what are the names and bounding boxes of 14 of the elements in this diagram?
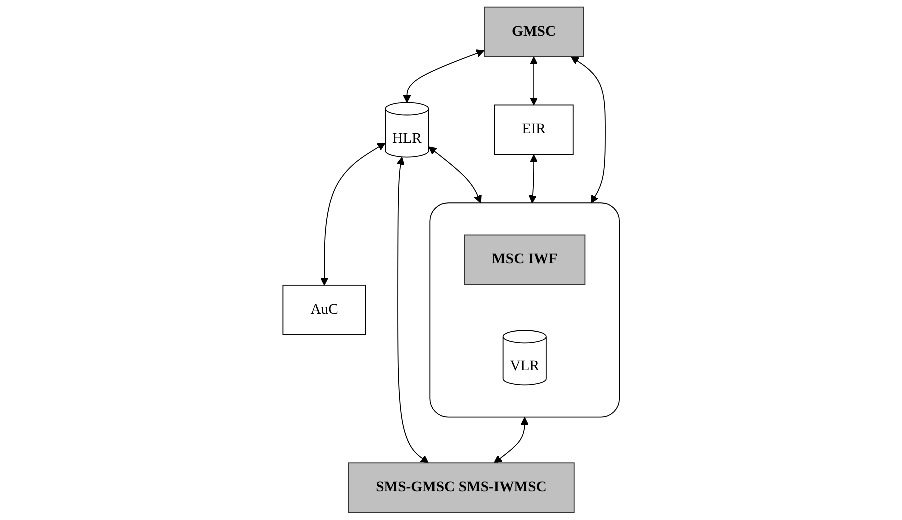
arrow <box>428 146 482 204</box>
arrow <box>402 50 484 104</box>
node-box: EIR <box>494 104 574 156</box>
arrow <box>528 154 538 204</box>
arrow <box>530 56 538 106</box>
arrow <box>570 56 606 204</box>
arrow <box>396 157 428 464</box>
arrow <box>494 417 528 464</box>
node-box: SMS-GMSC SMS-IWMSC <box>348 462 574 514</box>
arrow <box>320 142 386 286</box>
node-box: AuC <box>282 284 366 336</box>
node-box: MSC IWF <box>464 234 586 286</box>
cluster <box>429 202 620 418</box>
node-box: GMSC <box>484 6 584 58</box>
